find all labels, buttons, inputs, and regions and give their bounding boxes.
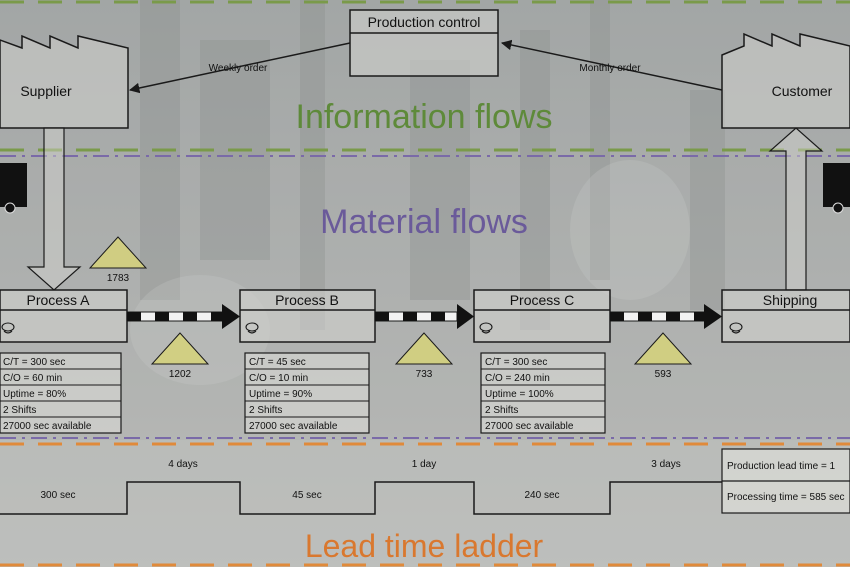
svg-text:1202: 1202 — [169, 369, 192, 380]
production-control-label: Production control — [368, 14, 481, 30]
operator-icon — [1, 322, 15, 334]
svg-text:733: 733 — [416, 369, 433, 380]
lead-time-ladder-header: Lead time ladder — [305, 528, 544, 564]
lead-time-totals-box: Production lead time = 1 Processing time… — [721, 448, 850, 514]
shipping-box: Shipping — [721, 289, 850, 343]
inventory-triangle-1: 1783 — [88, 236, 148, 284]
supplier-label: Supplier — [20, 83, 72, 99]
supplier-truck-icon — [0, 163, 27, 214]
svg-text:27000 sec available: 27000 sec available — [249, 421, 338, 432]
svg-text:Uptime = 90%: Uptime = 90% — [249, 389, 312, 400]
inventory-triangle-3: 733 — [394, 332, 454, 380]
svg-text:593: 593 — [655, 369, 672, 380]
process-c-name: Process C — [510, 292, 575, 308]
production-control-box — [349, 9, 499, 77]
weekly-order-label: Weekly order — [209, 63, 268, 74]
operator-icon — [245, 322, 259, 334]
customer-factory-icon — [721, 32, 850, 129]
material-flows-header: Material flows — [320, 203, 528, 241]
svg-text:Uptime = 80%: Uptime = 80% — [3, 389, 66, 400]
processing-time: Processing time = 585 sec — [727, 492, 845, 503]
wait-label-2: 1 day — [412, 459, 436, 470]
process-box-c: Process C — [473, 289, 611, 343]
operator-icon — [729, 322, 743, 334]
data-box-b: C/T = 45 sec C/O = 10 min Uptime = 90% 2… — [244, 352, 370, 434]
operator-icon — [479, 322, 493, 334]
inventory-triangle-4: 593 — [633, 332, 693, 380]
svg-text:C/T = 300 sec: C/T = 300 sec — [3, 357, 65, 368]
process-time-label-3: 240 sec — [524, 490, 559, 501]
monthly-order-label: Monthly order — [579, 63, 641, 74]
svg-text:C/T = 45 sec: C/T = 45 sec — [249, 357, 306, 368]
lead-time-ladder-line — [0, 481, 722, 515]
customer-truck-icon — [823, 163, 850, 214]
data-box-c: C/T = 300 sec C/O = 240 min Uptime = 100… — [480, 352, 606, 434]
shipping-name: Shipping — [763, 292, 818, 308]
svg-text:1783: 1783 — [107, 273, 130, 284]
svg-text:27000 sec available: 27000 sec available — [485, 421, 574, 432]
svg-text:C/T = 300 sec: C/T = 300 sec — [485, 357, 547, 368]
svg-text:C/O = 240 min: C/O = 240 min — [485, 373, 550, 384]
information-flows-header: Information flows — [296, 98, 553, 136]
svg-text:C/O = 10 min: C/O = 10 min — [249, 373, 308, 384]
customer-label: Customer — [772, 83, 833, 99]
wait-label-1: 4 days — [168, 459, 197, 470]
supplier-factory-icon — [0, 34, 129, 129]
wait-label-3: 3 days — [651, 459, 680, 470]
push-arrow-b-c — [374, 304, 474, 329]
process-time-label-1: 300 sec — [40, 490, 75, 501]
push-arrow-c-shipping — [609, 304, 722, 329]
svg-text:Uptime = 100%: Uptime = 100% — [485, 389, 554, 400]
process-b-name: Process B — [275, 292, 339, 308]
svg-text:27000 sec available: 27000 sec available — [3, 421, 92, 432]
supplier-shipment-arrow — [26, 127, 82, 291]
customer-shipment-arrow — [768, 127, 824, 291]
weekly-order-arrow — [128, 42, 351, 94]
process-box-b: Process B — [239, 289, 376, 343]
svg-text:2 Shifts: 2 Shifts — [249, 405, 282, 416]
push-arrow-a-b — [126, 304, 240, 329]
svg-text:2 Shifts: 2 Shifts — [485, 405, 518, 416]
process-a-name: Process A — [26, 292, 90, 308]
process-time-label-2: 45 sec — [292, 490, 321, 501]
process-box-a: Process A — [0, 289, 128, 343]
monthly-order-arrow — [500, 39, 723, 91]
inventory-triangle-2: 1202 — [150, 332, 210, 380]
production-lead-time: Production lead time = 1 — [727, 461, 836, 472]
data-box-a: C/T = 300 sec C/O = 60 min Uptime = 80% … — [0, 352, 122, 434]
svg-text:C/O = 60 min: C/O = 60 min — [3, 373, 62, 384]
svg-text:2 Shifts: 2 Shifts — [3, 405, 36, 416]
